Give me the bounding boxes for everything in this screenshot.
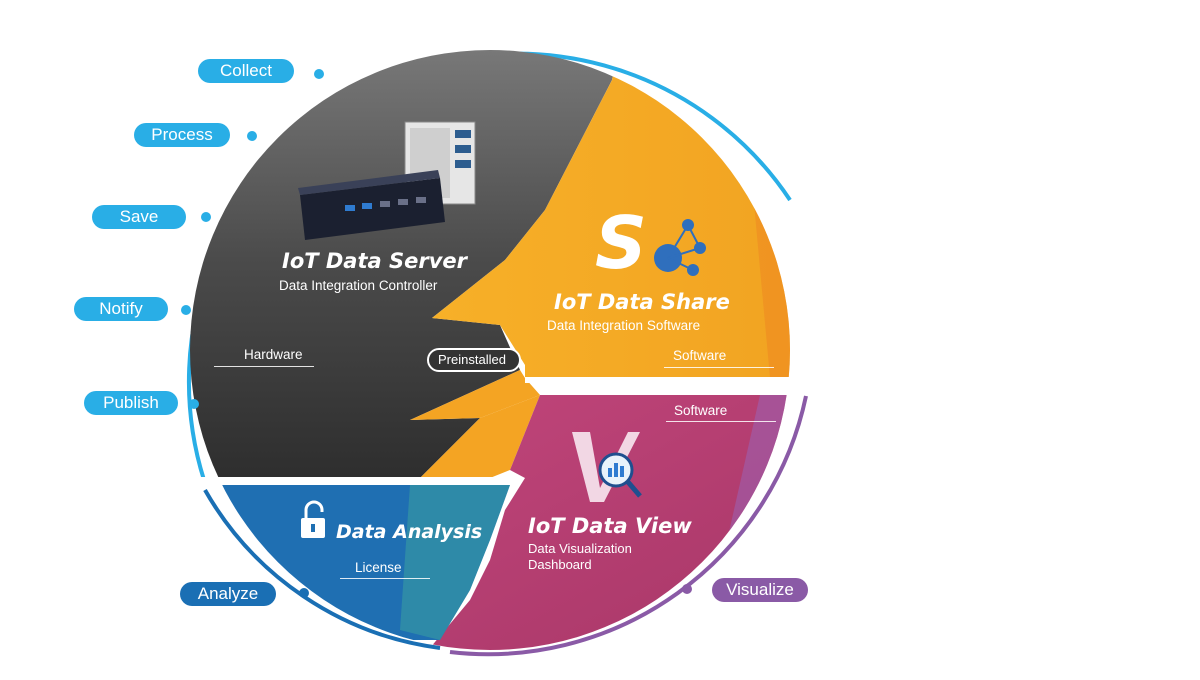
server-hardware-image (298, 121, 476, 240)
stage-notify-label: Notify (74, 297, 168, 321)
share-subtitle: Data Integration Software (547, 318, 701, 333)
stage-process-label: Process (134, 123, 230, 147)
analyze-ring-dot (299, 588, 309, 598)
data-view-logo-icon (572, 432, 642, 502)
stage-analyze-label: Analyze (180, 582, 276, 606)
lock-icon (301, 500, 325, 538)
analysis-tag-underline (340, 578, 430, 579)
stage-publish-label: Publish (84, 391, 178, 415)
preinstalled-badge-bg (427, 348, 521, 372)
svg-text:S: S (595, 201, 647, 285)
server-title: IoT Data Server (282, 249, 468, 273)
view-tag: Software (674, 403, 728, 418)
notify-ring-dot (181, 305, 191, 315)
data-share-logo-icon: S (595, 201, 706, 285)
view-subtitle-line1: Data Visualization (528, 541, 632, 556)
analysis-tag: License (355, 560, 402, 575)
preinstalled-badge: Preinstalled (438, 352, 506, 367)
server-tag-underline (214, 366, 314, 367)
stage-collect-label: Collect (198, 59, 294, 83)
process-ring-dot (247, 131, 257, 141)
publish-ring-dot (189, 399, 199, 409)
view-title: IoT Data View (528, 514, 692, 538)
outer-ring-purple (449, 395, 808, 657)
share-tag: Software (673, 348, 727, 363)
server-tag: Hardware (244, 347, 303, 362)
stage-save-label: Save (92, 205, 186, 229)
view-subtitle-line2: Dashboard (528, 557, 592, 572)
share-tag-underline (664, 367, 774, 368)
save-ring-dot (201, 212, 211, 222)
visualize-ring-dot (682, 584, 692, 594)
analysis-overlay (400, 485, 510, 640)
share-title: IoT Data Share (554, 290, 730, 314)
share-lower-band (420, 395, 540, 480)
server-subtitle: Data Integration Controller (279, 278, 438, 293)
share-wedge (410, 370, 540, 420)
analysis-title: Data Analysis (336, 521, 483, 543)
collect-ring-dot (314, 69, 324, 79)
stage-visualize-label: Visualize (712, 578, 808, 602)
view-tag-underline (666, 421, 776, 422)
